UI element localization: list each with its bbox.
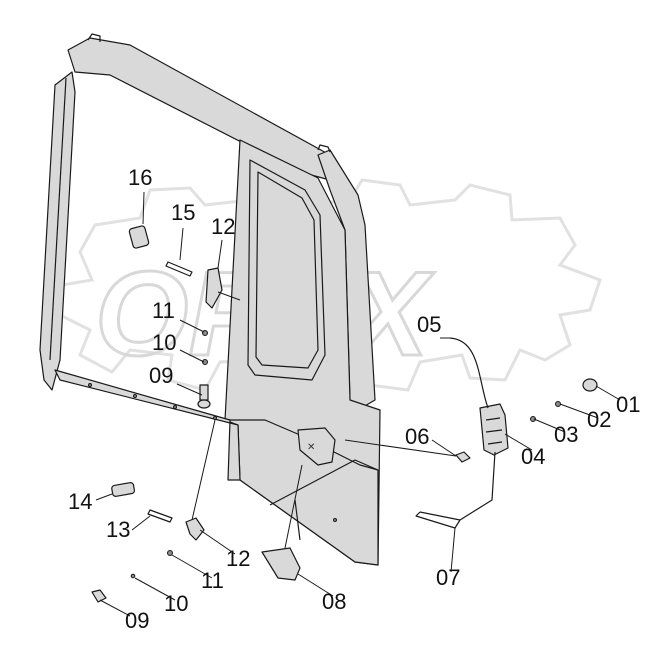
callout-02: 02 — [587, 407, 611, 432]
callout-labels: 16 15 12 11 10 09 05 01 02 03 06 04 14 1… — [68, 165, 640, 633]
callout-12-upper: 12 — [211, 214, 235, 239]
leader-lines — [95, 191, 621, 617]
callout-14: 14 — [68, 489, 92, 514]
callout-12-lower: 12 — [226, 546, 250, 571]
callout-11-upper: 11 — [152, 298, 175, 323]
callout-11-lower: 11 — [201, 568, 224, 593]
callout-10-lower: 10 — [164, 591, 188, 616]
cab-door-frame — [39, 33, 381, 566]
upper-hinge-parts — [128, 225, 223, 409]
callout-03: 03 — [554, 422, 578, 447]
callout-16: 16 — [128, 165, 152, 190]
callout-08: 08 — [322, 589, 346, 614]
latch-assembly: ✕ — [261, 337, 598, 581]
callout-01: 01 — [616, 392, 640, 417]
callout-05: 05 — [417, 312, 441, 337]
callout-10-upper: 10 — [152, 330, 176, 355]
callout-09-upper: 09 — [149, 363, 173, 388]
callout-06: 06 — [405, 424, 429, 449]
callout-07: 07 — [436, 565, 460, 590]
callout-04: 04 — [521, 444, 545, 469]
callout-13: 13 — [106, 517, 130, 542]
lower-hinge-parts — [91, 482, 205, 603]
svg-text:✕: ✕ — [307, 442, 315, 453]
callout-09-lower: 09 — [125, 608, 149, 633]
callout-15: 15 — [171, 200, 195, 225]
